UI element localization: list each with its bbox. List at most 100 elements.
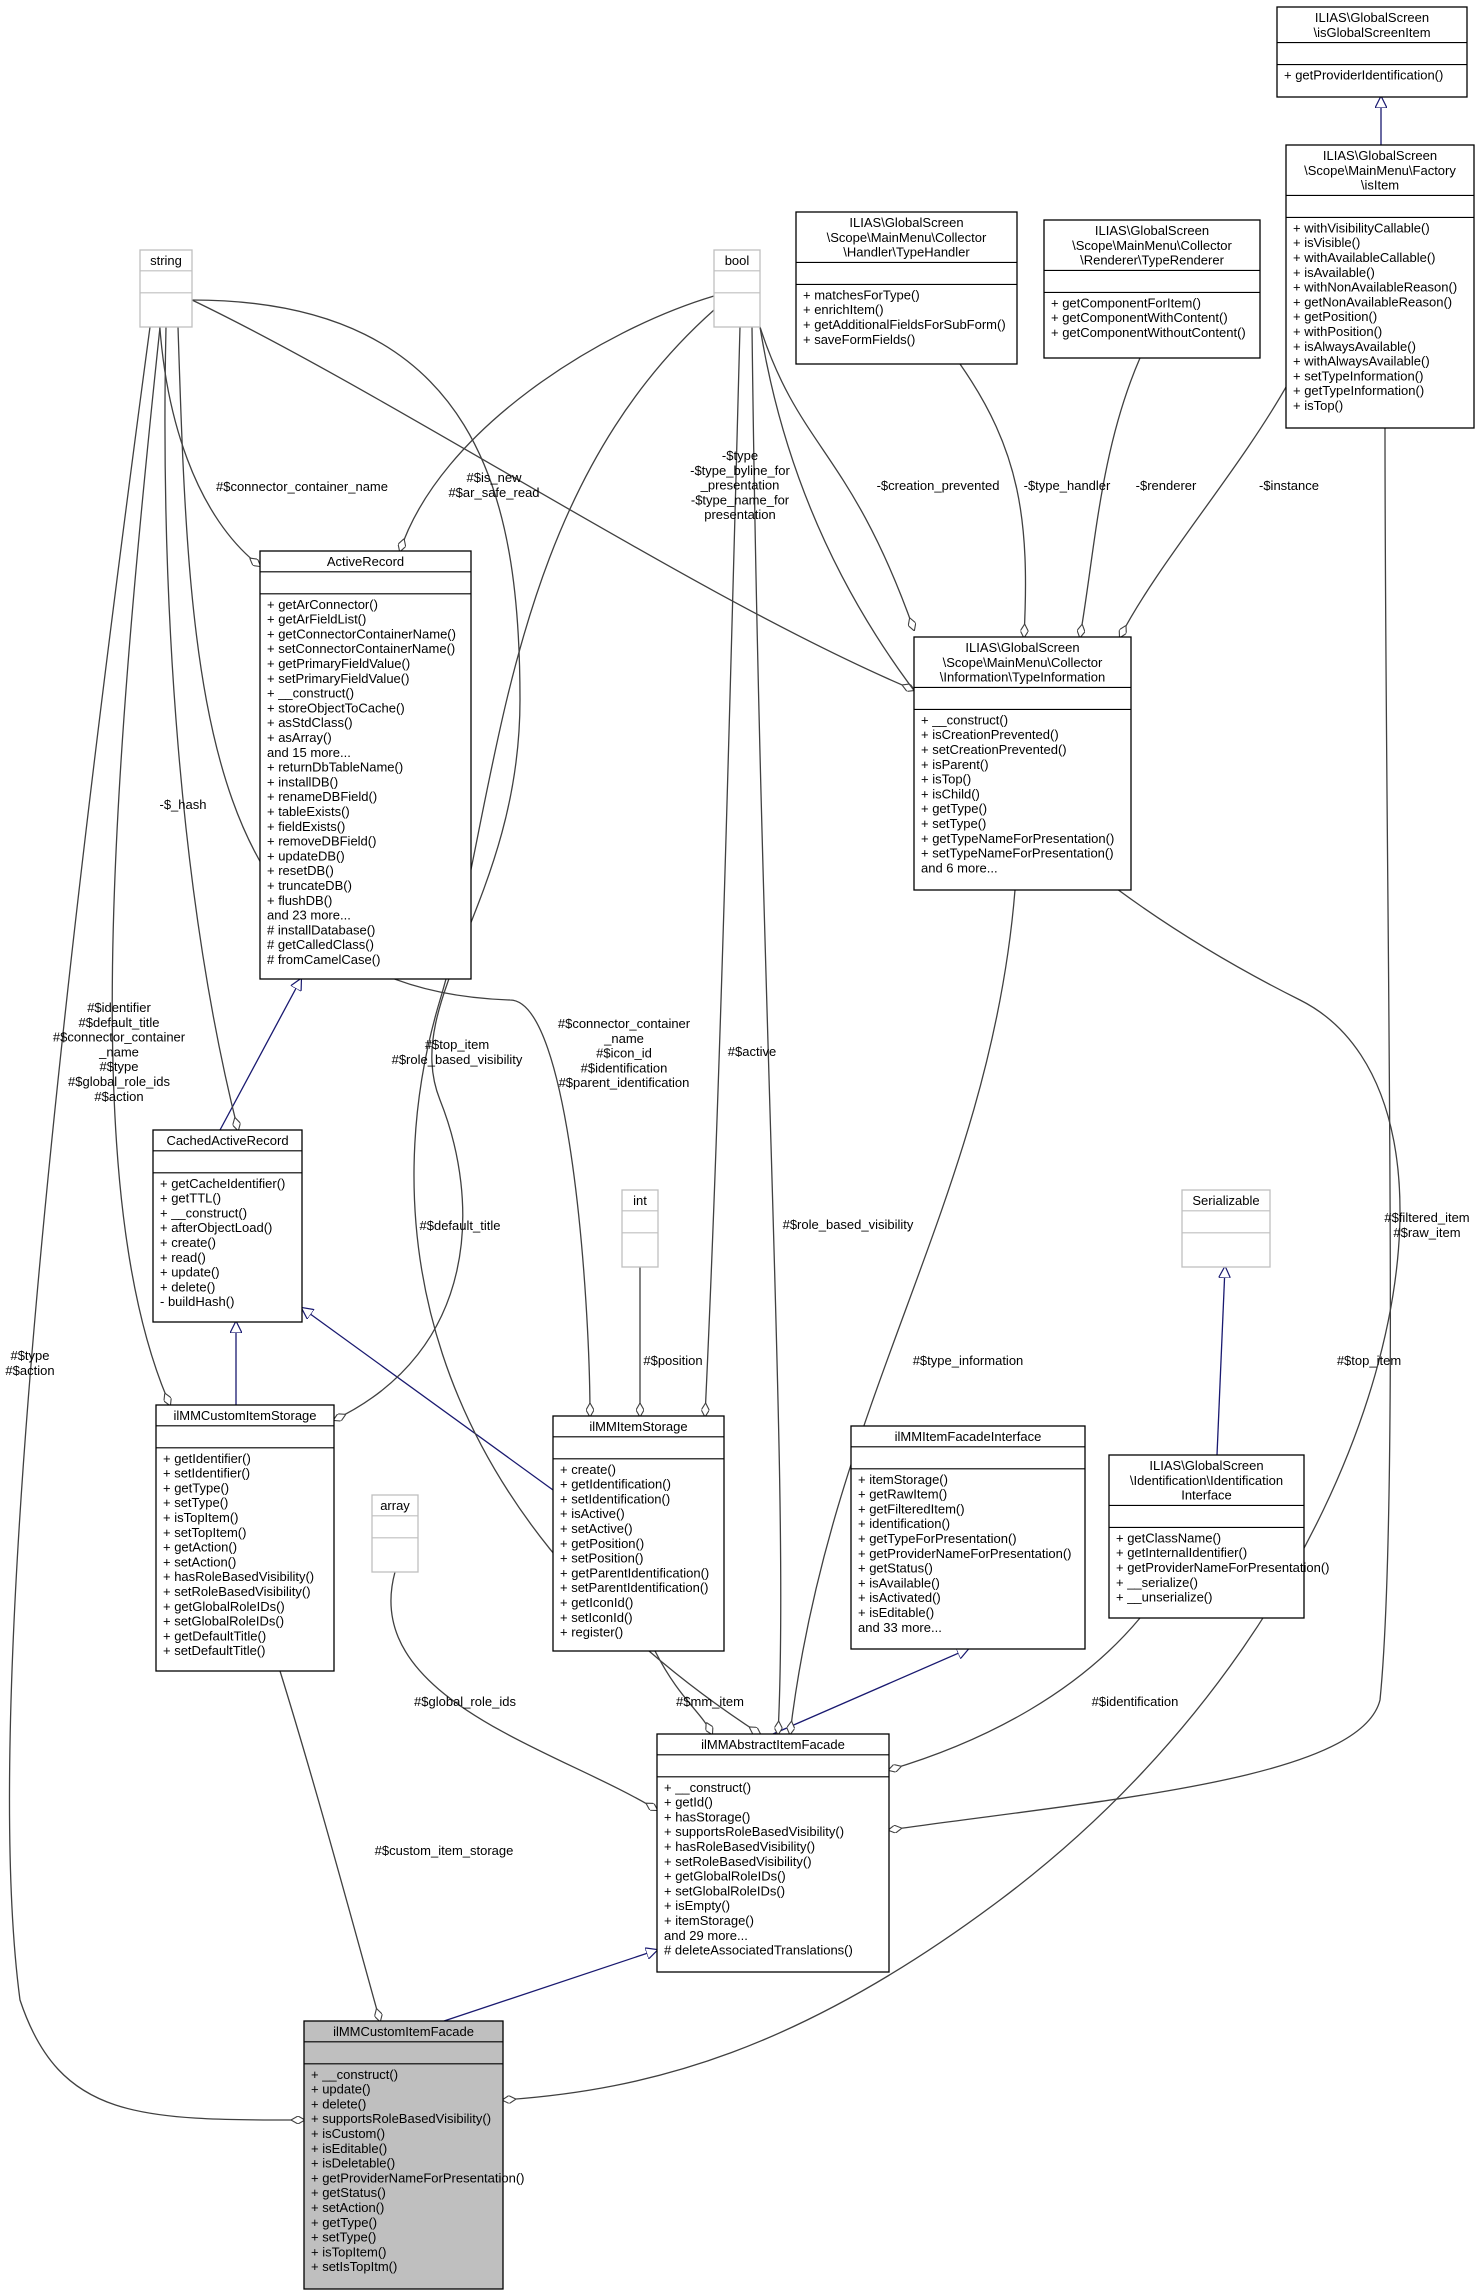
edge-label-identifier-group: #$identifier#$default_title#$connector_c… <box>53 1000 186 1104</box>
class-member: + setParentIdentification() <box>560 1580 709 1595</box>
class-member: and 23 more... <box>267 908 351 923</box>
class-member: + isParent() <box>921 757 989 772</box>
class-member: + setRoleBasedVisibility() <box>163 1584 311 1599</box>
class-member: + withVisibilityCallable() <box>1293 220 1430 235</box>
class-box-custom-item-facade[interactable]: ilMMCustomItemFacade+ __construct()+ upd… <box>303 2020 525 2290</box>
class-name: bool <box>725 253 750 268</box>
edge-label-role-based-visibility: #$role_based_visibility <box>783 1217 914 1232</box>
class-name: \Scope\MainMenu\Collector <box>943 655 1103 670</box>
class-member: + setTypeNameForPresentation() <box>921 846 1114 861</box>
class-member: + isTopItem() <box>311 2244 387 2259</box>
class-member: # getCalledClass() <box>267 937 374 952</box>
edge-label-text: #$identifier <box>87 1000 151 1015</box>
class-box-serializable[interactable]: Serializable <box>1181 1189 1271 1268</box>
class-box-identification-interface[interactable]: ILIAS\GlobalScreen\Identification\Identi… <box>1108 1454 1330 1619</box>
class-name: \Scope\MainMenu\Collector <box>827 230 987 245</box>
class-name: ILIAS\GlobalScreen <box>1323 148 1437 163</box>
edge-label-text: _name <box>603 1031 644 1046</box>
class-member: + getPosition() <box>560 1536 644 1551</box>
edge-cached-to-activerecord <box>219 979 301 1131</box>
edge-typeinformation-abstract <box>790 889 1016 1734</box>
edge-label-text: -$type <box>722 448 758 463</box>
edge-label-text: #$default_title <box>420 1218 501 1233</box>
class-box-is-item[interactable]: ILIAS\GlobalScreen\Scope\MainMenu\Factor… <box>1285 144 1475 429</box>
class-member: + installDB() <box>267 774 338 789</box>
edge-label-global-role-ids: #$global_role_ids <box>414 1694 516 1709</box>
class-member: + __construct() <box>664 1780 751 1795</box>
class-member: + truncateDB() <box>267 878 352 893</box>
class-member: + isCreationPrevented() <box>921 727 1059 742</box>
class-member: + setActive() <box>560 1521 633 1536</box>
edge-label-text: #$mm_item <box>676 1694 744 1709</box>
edge-string-cached <box>164 326 238 1130</box>
class-member: + asArray() <box>267 730 332 745</box>
class-member: + isVisible() <box>1293 235 1360 250</box>
class-box-array[interactable]: array <box>371 1494 419 1573</box>
class-member: + setIdentifier() <box>163 1466 250 1481</box>
class-box-item-facade-interface[interactable]: ilMMItemFacadeInterface+ itemStorage()+ … <box>850 1425 1086 1650</box>
class-box-abstract-item-facade[interactable]: ilMMAbstractItemFacade+ __construct()+ g… <box>656 1733 890 1973</box>
class-member: + update() <box>311 2082 371 2097</box>
edge-string-activerecord <box>157 285 260 566</box>
edge-bool-itemstorage <box>705 326 741 1416</box>
class-name: ilMMCustomItemStorage <box>173 1408 316 1423</box>
edge-labels-layer: #$connector_container_name#$is_new#$ar_s… <box>5 448 1469 1858</box>
edge-bool-typeinformation <box>759 326 914 630</box>
class-name: \Scope\MainMenu\Collector <box>1072 238 1232 253</box>
class-member: + getNonAvailableReason() <box>1293 294 1452 309</box>
class-name: \Identification\Identification <box>1130 1473 1283 1488</box>
class-member: + __unserialize() <box>1116 1590 1212 1605</box>
class-name: \Handler\TypeHandler <box>843 245 970 260</box>
edge-itemstorage-abstract <box>654 1650 712 1734</box>
edge-isitem-typeinformation <box>1120 379 1291 637</box>
class-member: + getAction() <box>163 1540 237 1555</box>
class-name: ILIAS\GlobalScreen <box>1095 223 1209 238</box>
class-name: \Scope\MainMenu\Factory <box>1304 163 1456 178</box>
class-box-custom-item-storage[interactable]: ilMMCustomItemStorage+ getIdentifier()+ … <box>155 1404 335 1672</box>
edge-label-text: #$raw_item <box>1393 1225 1460 1240</box>
class-member: + isTop() <box>1293 398 1343 413</box>
edge-label-text: #$type <box>10 1348 49 1363</box>
class-box-type-information[interactable]: ILIAS\GlobalScreen\Scope\MainMenu\Collec… <box>913 636 1132 891</box>
class-box-type-handler[interactable]: ILIAS\GlobalScreen\Scope\MainMenu\Collec… <box>795 211 1018 365</box>
class-member: + getStatus() <box>311 2185 386 2200</box>
class-member: + itemStorage() <box>664 1913 754 1928</box>
class-member: + isCustom() <box>311 2126 385 2141</box>
class-box-int[interactable]: int <box>621 1189 659 1268</box>
class-box-bool[interactable]: bool <box>713 249 761 328</box>
class-box-type-renderer[interactable]: ILIAS\GlobalScreen\Scope\MainMenu\Collec… <box>1043 219 1261 359</box>
edge-label-text: #$default_title <box>79 1015 160 1030</box>
class-box-cached-active-record[interactable]: CachedActiveRecord+ getCacheIdentifier()… <box>152 1129 303 1323</box>
edge-label-text: #$global_role_ids <box>68 1074 170 1089</box>
class-box-item-storage[interactable]: ilMMItemStorage+ create()+ getIdentifica… <box>552 1415 725 1652</box>
class-box-string[interactable]: string <box>139 249 193 328</box>
class-member: + enrichItem() <box>803 302 884 317</box>
class-member: + isTopItem() <box>163 1510 239 1525</box>
edge-label-instance: -$instance <box>1259 478 1319 493</box>
edge-itemstorage-to-cached <box>302 1308 554 1491</box>
class-member: + getArFieldList() <box>267 612 366 627</box>
edge-label-text: #$is_new <box>467 470 523 485</box>
class-member: + getStatus() <box>858 1561 933 1576</box>
edge-label-identification: #$identification <box>1092 1694 1179 1709</box>
class-box-is-global-screen-item[interactable]: ILIAS\GlobalScreen\isGlobalScreenItem+ g… <box>1276 6 1468 98</box>
class-box-active-record[interactable]: ActiveRecord+ getArConnector()+ getArFie… <box>259 550 472 980</box>
edge-label-text: #$identification <box>1092 1694 1179 1709</box>
class-member: + delete() <box>160 1279 215 1294</box>
class-member: and 33 more... <box>858 1620 942 1635</box>
edge-label-type-handler: -$type_handler <box>1024 478 1111 493</box>
edge-label-text: #$connector_container_name <box>216 479 388 494</box>
class-member: + setIconId() <box>560 1610 633 1625</box>
class-member: + setTopItem() <box>163 1525 246 1540</box>
class-member: + flushDB() <box>267 893 332 908</box>
class-member: + getPosition() <box>1293 309 1377 324</box>
class-member: + getAdditionalFieldsForSubForm() <box>803 317 1006 332</box>
edge-customstorage-customfacade <box>279 1670 380 2021</box>
class-member: + getType() <box>921 801 987 816</box>
class-member: and 6 more... <box>921 860 998 875</box>
class-member: + setType() <box>921 816 986 831</box>
class-name: ilMMItemStorage <box>589 1419 687 1434</box>
class-member: + getProviderNameForPresentation() <box>311 2170 525 2185</box>
class-name: ILIAS\GlobalScreen <box>849 215 963 230</box>
